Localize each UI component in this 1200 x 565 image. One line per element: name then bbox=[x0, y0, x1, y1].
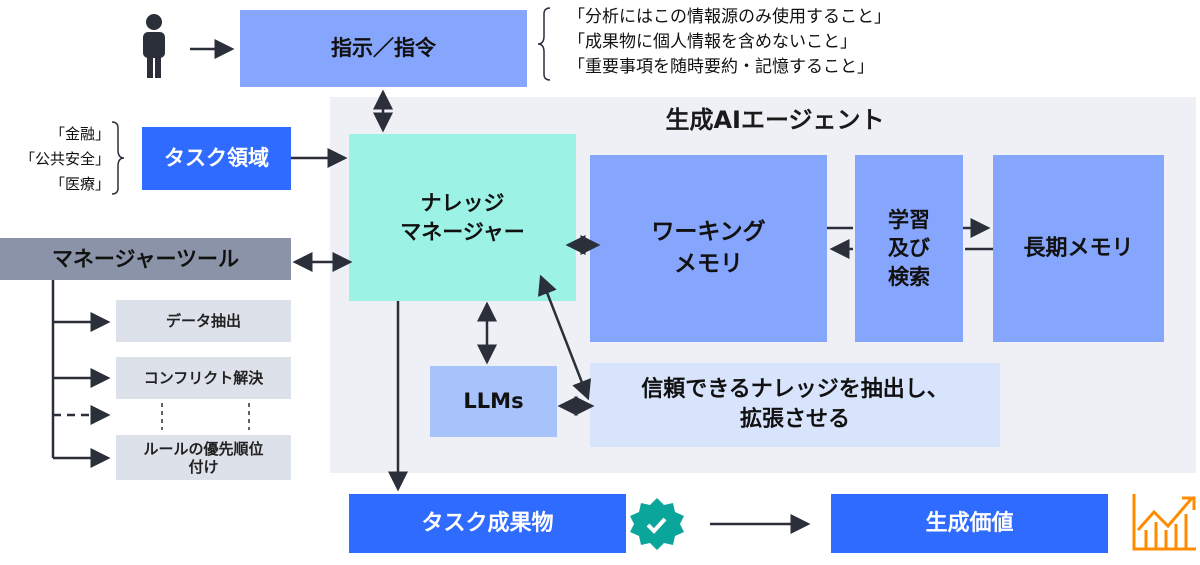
knowledge-manager: ナレッジ マネージャー bbox=[349, 134, 576, 301]
instruction-box: 指示／指令 bbox=[240, 10, 527, 87]
instruction-rules: 「分析にはこの情報源のみ使用すること」 「成果物に個人情報を含めないこと」 「重… bbox=[568, 5, 891, 80]
task-domain-box: タスク領域 bbox=[142, 127, 291, 190]
rule: 「分析にはこの情報源のみ使用すること」 bbox=[568, 7, 891, 27]
working-memory: ワーキング メモリ bbox=[590, 155, 827, 342]
long-term-memory: 長期メモリ bbox=[993, 155, 1164, 342]
tool-conflict-resolution: コンフリクト解決 bbox=[116, 357, 291, 399]
rule: 「成果物に個人情報を含めないこと」 bbox=[568, 32, 857, 52]
tool-data-extraction: データ抽出 bbox=[116, 300, 291, 342]
manager-tools-box: マネージャーツール bbox=[0, 238, 291, 280]
domain-example: 「医療」 bbox=[49, 175, 110, 193]
trusted-knowledge-box: 信頼できるナレッジを抽出し、 拡張させる bbox=[590, 363, 1000, 447]
agent-title: 生成AIエージェント bbox=[665, 105, 885, 134]
domain-example: 「金融」 bbox=[49, 125, 110, 143]
domain-example: 「公共安全」 bbox=[19, 150, 110, 168]
domain-examples: 「金融」 「公共安全」 「医療」 bbox=[0, 122, 110, 197]
task-deliverable: タスク成果物 bbox=[349, 494, 626, 553]
tool-rule-priority: ルールの優先順位 付け bbox=[116, 435, 291, 480]
llms-box: LLMs bbox=[430, 366, 557, 437]
generated-value: 生成価値 bbox=[831, 494, 1108, 553]
rule: 「重要事項を随時要約・記憶すること」 bbox=[568, 57, 874, 77]
learning-retrieval: 学習 及び 検索 bbox=[855, 155, 963, 342]
